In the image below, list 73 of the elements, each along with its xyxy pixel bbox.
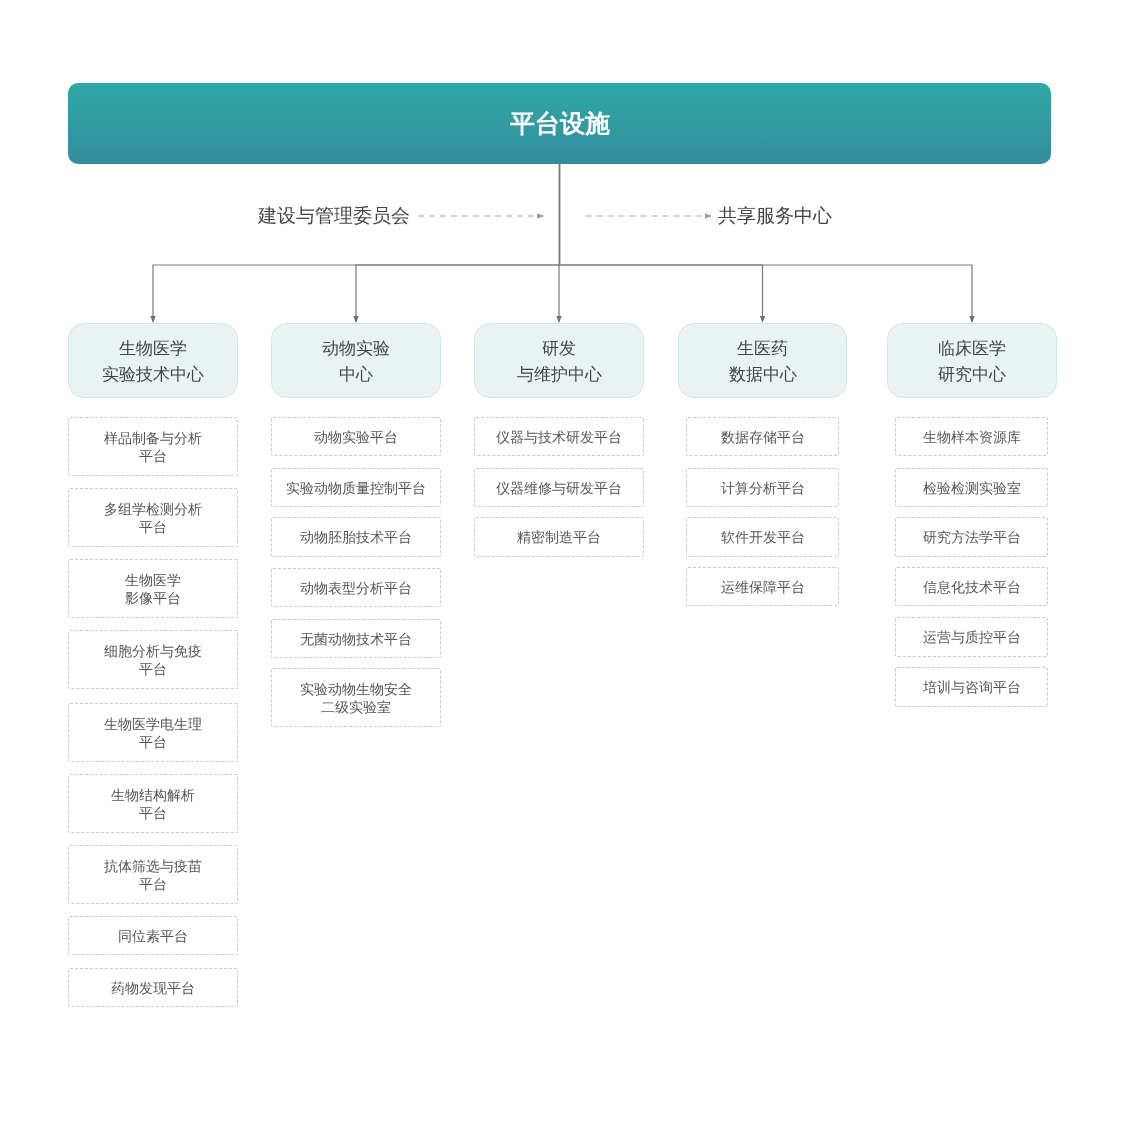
node-label: 生物结构解析平台 (111, 785, 195, 822)
node-label: 实验动物生物安全二级实验室 (300, 679, 412, 716)
platform-box (895, 617, 1048, 657)
platform-box (895, 517, 1048, 557)
node-label: 检验检测实验室 (922, 478, 1021, 497)
platform-box (68, 774, 238, 833)
center-box (678, 323, 847, 398)
platform-box (271, 568, 441, 607)
platform-box (895, 667, 1048, 707)
node-label: 数据存储平台 (720, 427, 805, 446)
node-label: 仪器与技术研发平台 (496, 427, 622, 446)
node-label: 动物实验中心 (322, 336, 390, 386)
node-label: 仪器维修与研发平台 (496, 478, 622, 497)
center-box (271, 323, 441, 398)
node-label: 实验动物质量控制平台 (286, 478, 426, 497)
platform-box (271, 619, 441, 658)
platform-box (895, 567, 1048, 606)
platform-box (68, 916, 238, 955)
node-label: 生物医学影像平台 (125, 570, 181, 607)
node-label: 运营与质控平台 (922, 628, 1021, 646)
platform-box (686, 468, 839, 507)
node-label: 临床医学研究中心 (938, 336, 1006, 386)
platform-box (68, 488, 238, 547)
platform-box (68, 968, 238, 1007)
node-label: 研究方法学平台 (922, 528, 1021, 546)
node-label: 平台设施 (509, 108, 610, 140)
node-label: 生物样本资源库 (922, 427, 1021, 446)
node-label: 生医药数据中心 (728, 336, 797, 386)
header-banner (68, 83, 1051, 164)
node-label: 动物实验平台 (314, 427, 398, 446)
node-label: 动物胚胎技术平台 (300, 528, 412, 546)
node-label: 无菌动物技术平台 (300, 629, 412, 648)
platform-box (271, 668, 441, 727)
node-label: 细胞分析与免疫平台 (104, 641, 202, 678)
node-label: 软件开发平台 (720, 528, 805, 546)
platform-box (68, 630, 238, 689)
platform-box (271, 517, 441, 557)
platform-box (474, 468, 644, 507)
node-label: 精密制造平台 (517, 528, 601, 546)
platform-box (68, 703, 238, 762)
platform-box (474, 517, 644, 557)
platform-box (686, 417, 839, 456)
node-label: 研发与维护中心 (516, 336, 602, 386)
node-label: 样品制备与分析平台 (104, 428, 202, 465)
platform-box (68, 559, 238, 618)
platform-box (271, 417, 441, 456)
node-label: 多组学检测分析平台 (104, 499, 202, 536)
platform-box (474, 417, 644, 456)
center-box (68, 323, 238, 398)
node-label: 生物医学实验技术中心 (102, 336, 204, 386)
center-box (474, 323, 644, 398)
node-label: 药物发现平台 (111, 978, 195, 997)
node-label: 计算分析平台 (720, 478, 805, 497)
platform-box (68, 417, 238, 476)
platform-box (68, 845, 238, 904)
platform-box (895, 417, 1048, 456)
arrow (584, 213, 712, 219)
arrow (558, 163, 975, 323)
platform-box (686, 567, 839, 606)
platform-box (686, 517, 839, 557)
node-label: 抗体筛选与疫苗平台 (104, 856, 202, 893)
node-label: 信息化技术平台 (922, 577, 1021, 596)
node-label: 动物表型分析平台 (300, 578, 412, 597)
node-label: 运维保障平台 (720, 577, 805, 596)
node-label: 生物医学电生理平台 (104, 714, 202, 751)
node-label: 建设与管理委员会 (258, 203, 410, 228)
platform-box (271, 468, 441, 507)
node-label: 共享服务中心 (718, 203, 832, 228)
arrow (417, 213, 545, 219)
node-label: 同位素平台 (118, 926, 188, 945)
center-box (887, 323, 1057, 398)
node-label: 培训与咨询平台 (922, 678, 1021, 696)
platform-box (895, 468, 1048, 507)
